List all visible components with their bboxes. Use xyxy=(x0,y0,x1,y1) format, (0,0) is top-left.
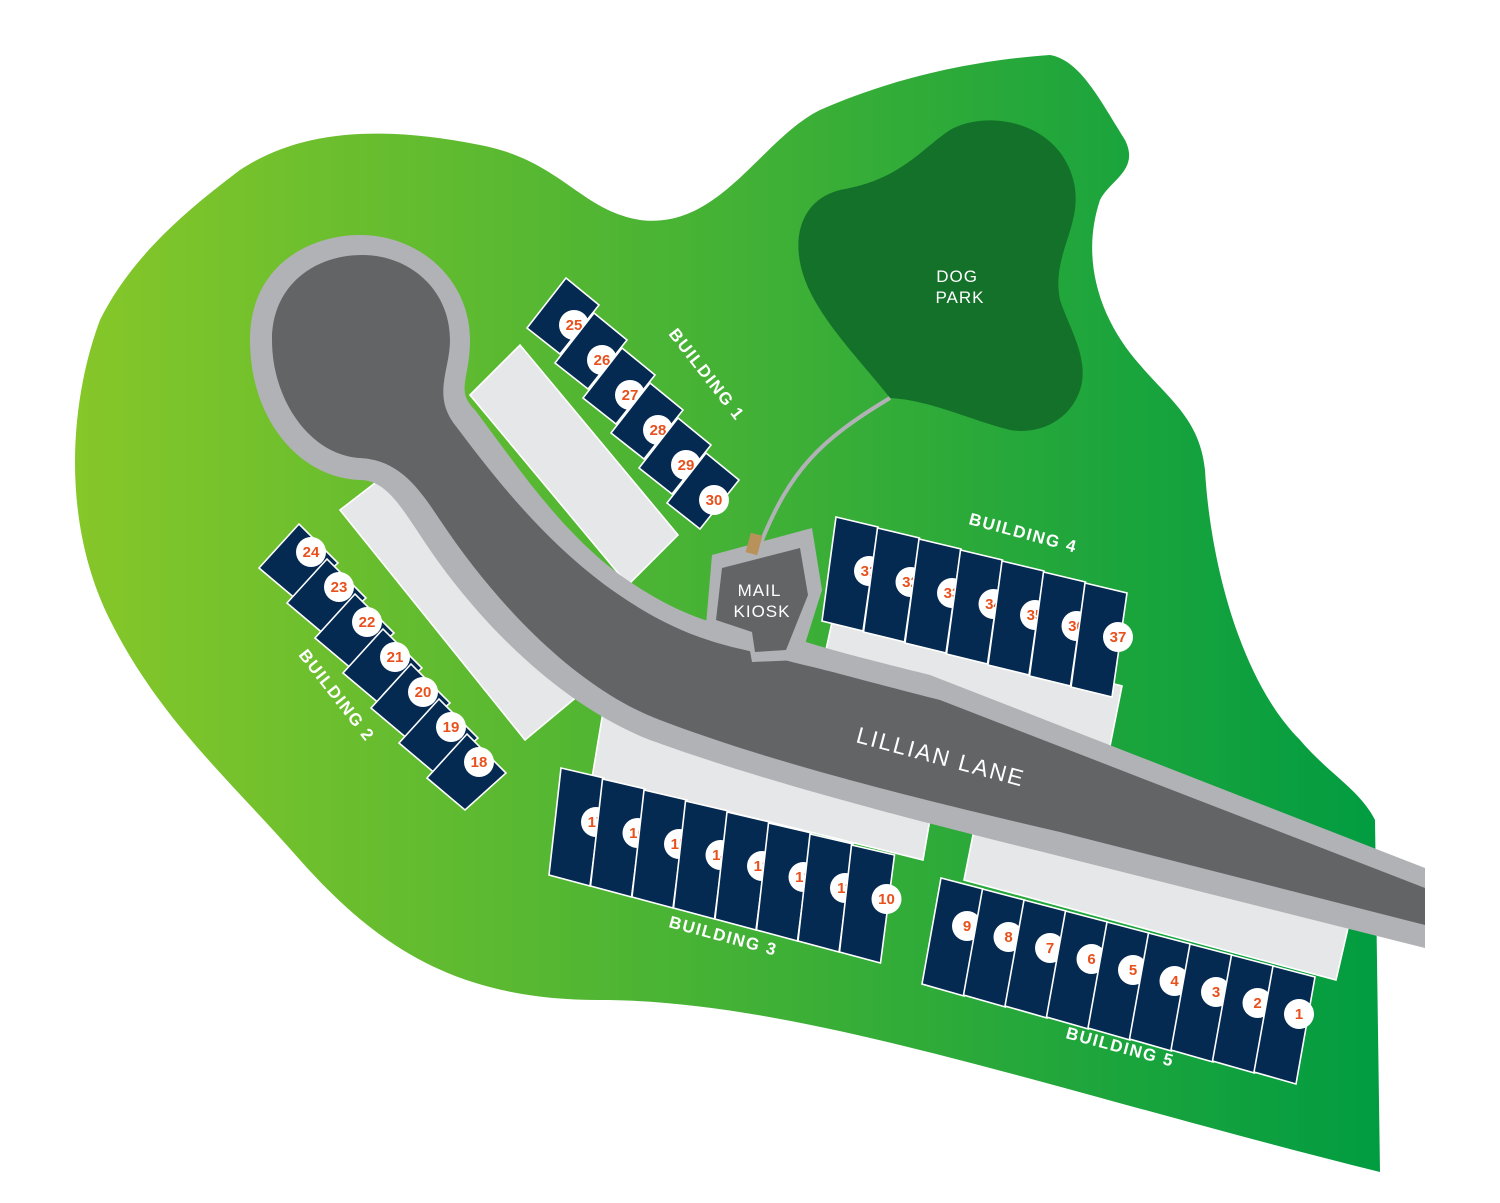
lot-number: 22 xyxy=(359,614,376,631)
lot-5[interactable] xyxy=(1087,921,1150,1042)
lot-9[interactable] xyxy=(921,877,984,998)
lot-22[interactable] xyxy=(313,592,396,672)
dog-park-area xyxy=(798,120,1083,431)
lot-number: 19 xyxy=(443,719,460,736)
lot-21[interactable] xyxy=(341,627,424,707)
lot-number: 23 xyxy=(331,579,348,596)
lot-badge[interactable] xyxy=(871,884,902,914)
lot-badge[interactable] xyxy=(464,747,494,777)
lot-number: 2 xyxy=(1253,995,1261,1012)
building-5: 9 8 7 6 5 4 3 2 1 xyxy=(921,877,1316,1086)
lot-badge[interactable] xyxy=(296,537,326,567)
lot-1[interactable] xyxy=(1253,965,1316,1086)
lot-6[interactable] xyxy=(1045,910,1109,1031)
lot-number: 7 xyxy=(1046,940,1054,957)
dog-park-label: DOG PARK xyxy=(935,267,984,307)
lot-number: 8 xyxy=(1004,929,1012,946)
lillian-lane-curb xyxy=(250,235,1425,948)
lot-20[interactable] xyxy=(369,662,452,742)
lot-number: 27 xyxy=(622,387,639,404)
lot-badge[interactable] xyxy=(352,607,382,637)
lot-23[interactable] xyxy=(285,557,368,637)
lot-2[interactable] xyxy=(1211,954,1275,1075)
lot-badge[interactable] xyxy=(699,485,729,515)
lot-number: 18 xyxy=(471,754,488,771)
lot-number: 24 xyxy=(303,544,320,561)
lot-number: 6 xyxy=(1087,951,1095,968)
lot-8[interactable] xyxy=(962,888,1026,1009)
lot-number: 28 xyxy=(650,422,667,439)
lot-number: 20 xyxy=(415,684,432,701)
lot-number: 9 xyxy=(963,918,971,935)
lot-4[interactable] xyxy=(1128,932,1192,1053)
lot-number: 29 xyxy=(678,457,695,474)
lot-number: 25 xyxy=(566,317,583,334)
lot-badge[interactable] xyxy=(1103,622,1133,652)
lot-badge[interactable] xyxy=(1284,999,1314,1029)
walking-path[interactable] xyxy=(758,396,892,546)
building-2: 24 23 22 21 20 19 18 xyxy=(257,522,508,812)
lot-number: 30 xyxy=(706,492,723,509)
lot-badge[interactable] xyxy=(436,712,466,742)
lot-number: 4 xyxy=(1170,973,1179,990)
lots-layer: 2526272829302423222120191817161514131211… xyxy=(257,276,1316,1086)
building-1-driveways xyxy=(468,343,680,587)
lot-number: 5 xyxy=(1129,962,1137,979)
lot-7[interactable] xyxy=(1004,899,1067,1020)
lot-badge[interactable] xyxy=(324,572,354,602)
lot-badge[interactable] xyxy=(380,642,410,672)
mailbox-icon xyxy=(745,532,763,556)
mail-kiosk-label: MAIL KIOSK xyxy=(734,581,791,621)
lot-number: 26 xyxy=(594,352,611,369)
lot-badge[interactable] xyxy=(408,677,438,707)
lot-10[interactable] xyxy=(838,844,896,965)
lot-number: 1 xyxy=(1295,1006,1303,1023)
lot-number: 37 xyxy=(1110,629,1127,646)
mail-kiosk-area xyxy=(716,548,808,652)
lot-37[interactable] xyxy=(1070,582,1128,698)
lot-number: 21 xyxy=(387,649,404,666)
lot-number: 10 xyxy=(878,891,895,908)
lot-18[interactable] xyxy=(425,732,508,812)
lot-24[interactable] xyxy=(257,522,340,602)
lot-19[interactable] xyxy=(397,697,480,777)
lot-3[interactable] xyxy=(1170,943,1233,1064)
building-1: 25 26 27 28 29 30 xyxy=(525,276,741,531)
lillian-lane-road xyxy=(272,255,1425,925)
lot-number: 3 xyxy=(1212,984,1220,1001)
